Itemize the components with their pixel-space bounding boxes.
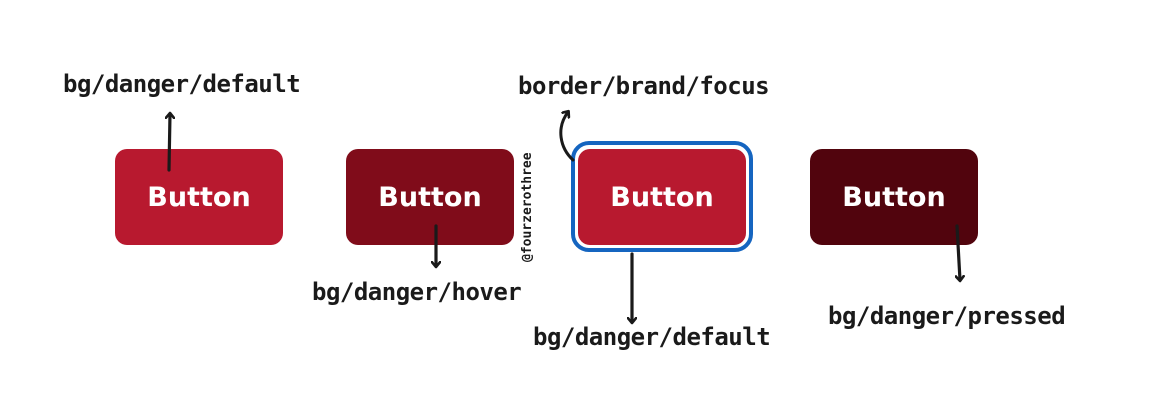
danger-button-focus[interactable]: Button xyxy=(578,149,746,245)
danger-button-pressed[interactable]: Button xyxy=(810,149,978,245)
label-border-brand-focus: border/brand/focus xyxy=(518,72,770,100)
label-bg-danger-default-focus: bg/danger/default xyxy=(533,323,771,351)
danger-button-hover[interactable]: Button xyxy=(346,149,514,245)
label-bg-danger-pressed: bg/danger/pressed xyxy=(828,302,1066,330)
danger-button-default[interactable]: Button xyxy=(115,149,283,245)
watermark-handle: @fourzerothree xyxy=(520,152,535,262)
label-bg-danger-hover: bg/danger/hover xyxy=(312,278,522,306)
label-bg-danger-default: bg/danger/default xyxy=(63,70,301,98)
